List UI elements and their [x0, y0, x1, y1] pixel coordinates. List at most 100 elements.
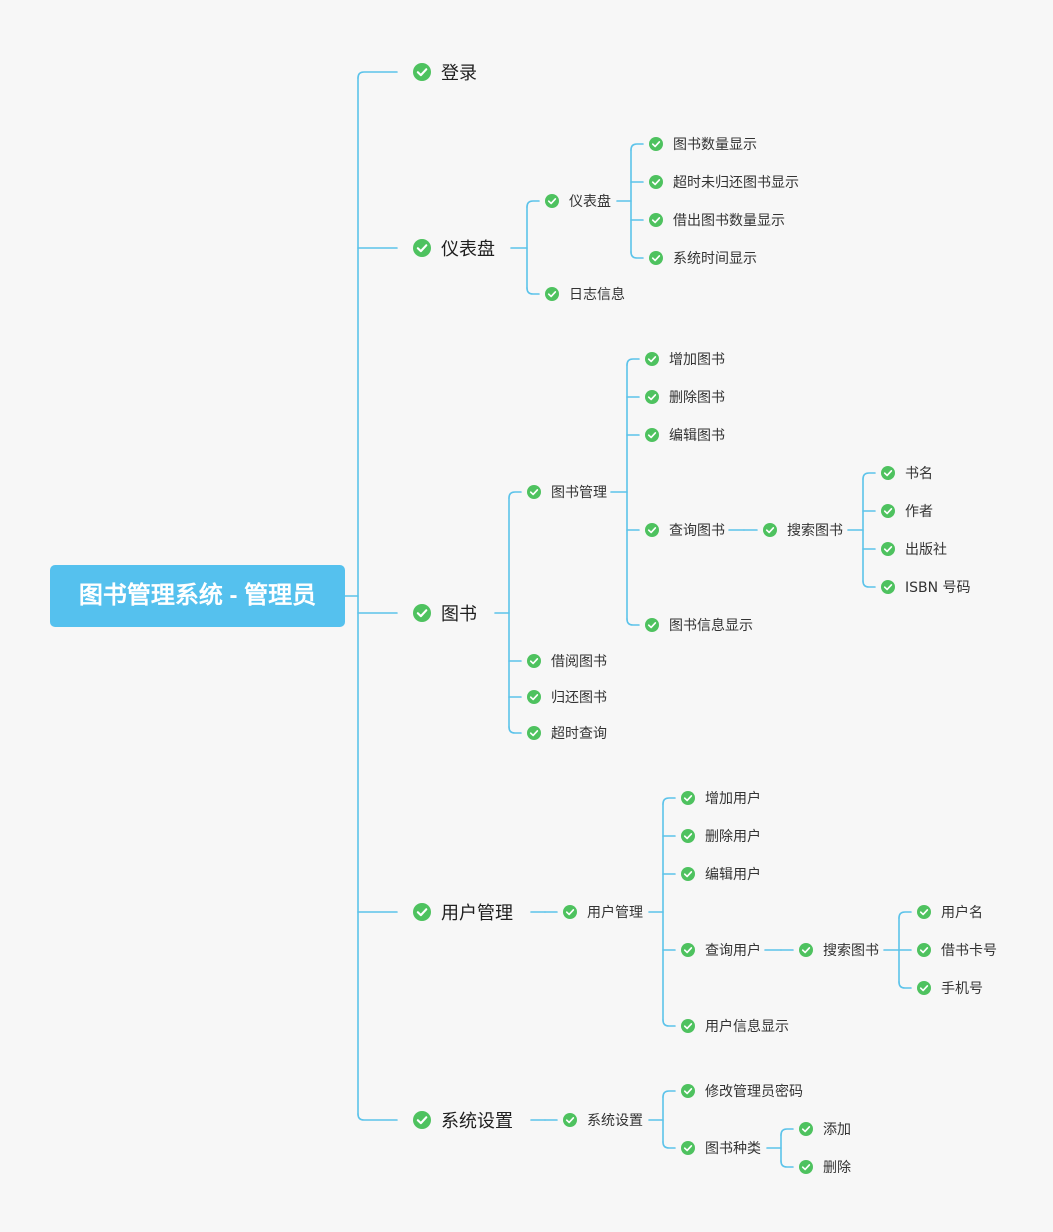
check-circle-icon [645, 523, 659, 537]
check-circle-icon [545, 194, 559, 208]
node-label: 搜索图书 [823, 943, 879, 959]
node-settings-sub[interactable]: 系统设置 [563, 1110, 643, 1130]
connector-line [508, 491, 522, 499]
node-label: 编辑图书 [669, 428, 725, 444]
check-circle-icon [649, 137, 663, 151]
check-circle-icon [527, 485, 541, 499]
check-circle-icon [527, 690, 541, 704]
node-delete-user[interactable]: 删除用户 [681, 826, 761, 846]
node-book-category[interactable]: 图书种类 [681, 1138, 761, 1158]
node-search-user-book[interactable]: 搜索图书 [799, 940, 879, 960]
node-author[interactable]: 作者 [881, 501, 933, 521]
node-phone[interactable]: 手机号 [917, 978, 983, 998]
check-circle-icon [413, 604, 431, 622]
node-label: 系统时间显示 [673, 251, 757, 267]
connector-line [662, 1019, 676, 1027]
node-label: 图书信息显示 [669, 618, 753, 634]
node-book-info-display[interactable]: 图书信息显示 [645, 615, 753, 635]
check-circle-icon [413, 63, 431, 81]
node-username[interactable]: 用户名 [917, 902, 983, 922]
node-label: 用户名 [941, 905, 983, 921]
connector-line [626, 358, 640, 366]
check-circle-icon [645, 352, 659, 366]
connector-line [780, 1160, 794, 1168]
node-user-manage-sub[interactable]: 用户管理 [563, 902, 643, 922]
check-circle-icon [545, 287, 559, 301]
node-label: 查询图书 [669, 523, 725, 539]
node-settings[interactable]: 系统设置 [413, 1107, 513, 1133]
node-borrowed-count[interactable]: 借出图书数量显示 [649, 210, 785, 230]
node-label: 手机号 [941, 981, 983, 997]
node-books[interactable]: 图书 [413, 600, 477, 626]
node-user-info-display[interactable]: 用户信息显示 [681, 1016, 789, 1036]
check-circle-icon [649, 175, 663, 189]
connector-line [357, 1113, 398, 1121]
node-borrow-book[interactable]: 借阅图书 [527, 651, 607, 671]
node-user-manage[interactable]: 用户管理 [413, 899, 513, 925]
node-query-book[interactable]: 查询图书 [645, 520, 725, 540]
node-label: 超时查询 [551, 726, 607, 742]
node-label: 增加图书 [669, 352, 725, 368]
node-edit-user[interactable]: 编辑用户 [681, 864, 761, 884]
node-label: 图书 [441, 604, 477, 625]
node-label: 搜索图书 [787, 523, 843, 539]
connector-line [862, 472, 876, 480]
check-circle-icon [881, 542, 895, 556]
check-circle-icon [681, 1084, 695, 1098]
node-login[interactable]: 登录 [413, 59, 477, 85]
node-add[interactable]: 添加 [799, 1119, 851, 1139]
connector-line [508, 726, 522, 734]
check-circle-icon [681, 1141, 695, 1155]
node-label: 仪表盘 [441, 239, 495, 260]
check-circle-icon [917, 943, 931, 957]
node-delete[interactable]: 删除 [799, 1157, 851, 1177]
connector-line [357, 71, 398, 79]
node-label: 图书数量显示 [673, 137, 757, 153]
node-title[interactable]: 书名 [881, 463, 933, 483]
node-add-user[interactable]: 增加用户 [681, 788, 761, 808]
check-circle-icon [649, 251, 663, 265]
node-overdue-unreturned[interactable]: 超时未归还图书显示 [649, 172, 799, 192]
node-search-book[interactable]: 搜索图书 [763, 520, 843, 540]
node-delete-book[interactable]: 删除图书 [645, 387, 725, 407]
node-dashboard[interactable]: 仪表盘 [413, 235, 495, 261]
connector-line [662, 1141, 676, 1149]
node-change-password[interactable]: 修改管理员密码 [681, 1081, 803, 1101]
node-query-user[interactable]: 查询用户 [681, 940, 761, 960]
check-circle-icon [413, 903, 431, 921]
check-circle-icon [527, 726, 541, 740]
check-circle-icon [917, 905, 931, 919]
check-circle-icon [563, 1113, 577, 1127]
check-circle-icon [645, 390, 659, 404]
connector-line [526, 200, 540, 208]
node-label: 仪表盘 [569, 194, 611, 210]
node-return-book[interactable]: 归还图书 [527, 687, 607, 707]
node-book-count[interactable]: 图书数量显示 [649, 134, 757, 154]
node-card-number[interactable]: 借书卡号 [917, 940, 997, 960]
check-circle-icon [881, 580, 895, 594]
node-label: 归还图书 [551, 690, 607, 706]
check-circle-icon [881, 504, 895, 518]
node-isbn[interactable]: ISBN 号码 [881, 577, 971, 597]
node-publisher[interactable]: 出版社 [881, 539, 947, 559]
node-label: 出版社 [905, 542, 947, 558]
node-edit-book[interactable]: 编辑图书 [645, 425, 725, 445]
node-book-manage[interactable]: 图书管理 [527, 482, 607, 502]
node-label: 作者 [905, 504, 933, 520]
node-overdue-query[interactable]: 超时查询 [527, 723, 607, 743]
node-label: 添加 [823, 1122, 851, 1138]
check-circle-icon [917, 981, 931, 995]
node-system-time[interactable]: 系统时间显示 [649, 248, 757, 268]
node-log-info[interactable]: 日志信息 [545, 284, 625, 304]
node-dashboard-sub[interactable]: 仪表盘 [545, 191, 611, 211]
check-circle-icon [527, 654, 541, 668]
root-node[interactable]: 图书管理系统 - 管理员 [50, 565, 345, 627]
node-add-book[interactable]: 增加图书 [645, 349, 725, 369]
node-label: 增加用户 [705, 791, 761, 807]
node-label: 书名 [905, 466, 933, 482]
check-circle-icon [413, 239, 431, 257]
node-label: 登录 [441, 63, 477, 84]
connector-line [898, 981, 912, 989]
node-label: 修改管理员密码 [705, 1084, 803, 1100]
